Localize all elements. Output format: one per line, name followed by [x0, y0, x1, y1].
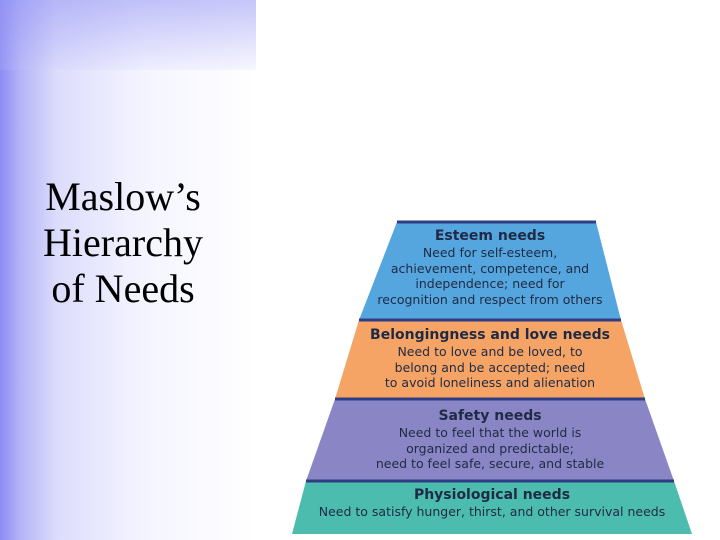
esteem-level: Esteem needs Need for self-esteem, achie… [359, 227, 621, 307]
esteem-heading: Esteem needs [434, 228, 546, 244]
hierarchy-pyramid: Esteem needs Need for self-esteem, achie… [262, 220, 716, 534]
safety-level: Safety needs Need to feel that the world… [306, 407, 674, 472]
belongingness-desc-line: Need to love and be loved, to [397, 344, 583, 359]
physiological-level-band [292, 481, 692, 534]
safety-desc-line: need to feel safe, secure, and stable [375, 456, 605, 471]
esteem-level-band [359, 222, 621, 320]
esteem-desc-line: achievement, competence, and [390, 260, 590, 276]
safety-level-band [306, 399, 674, 481]
belongingness-desc-line: to avoid loneliness and alienation [384, 375, 596, 390]
safety-desc-line: organized and predictable; [406, 440, 574, 456]
slide-title-line-2: Hierarchy [43, 220, 203, 265]
slide-title: Maslow’s Hierarchy of Needs [0, 174, 246, 312]
belongingness-level-band [335, 320, 645, 399]
physiological-level: Physiological needs Need to satisfy hung… [292, 486, 692, 520]
slide-title-line-3: of Needs [51, 266, 195, 311]
safety-heading: Safety needs [438, 408, 542, 424]
esteem-desc-line: recognition and respect from others [377, 291, 603, 307]
esteem-desc-line: independence; need for [415, 276, 565, 291]
belongingness-desc-line: belong and be accepted; need [394, 359, 586, 375]
physiological-heading: Physiological needs [413, 487, 571, 503]
slide-title-line-1: Maslow’s [45, 174, 201, 219]
belongingness-level: Belongingness and love needs Need to lov… [335, 326, 645, 391]
physiological-desc-line: Need to satisfy hunger, thirst, and othe… [318, 504, 666, 519]
pyramid-graphic [292, 220, 692, 534]
belongingness-heading: Belongingness and love needs [370, 327, 610, 343]
safety-desc-line: Need to feel that the world is [398, 425, 582, 440]
title-panel [0, 0, 256, 540]
esteem-desc-line: Need for self-esteem, [422, 245, 558, 260]
